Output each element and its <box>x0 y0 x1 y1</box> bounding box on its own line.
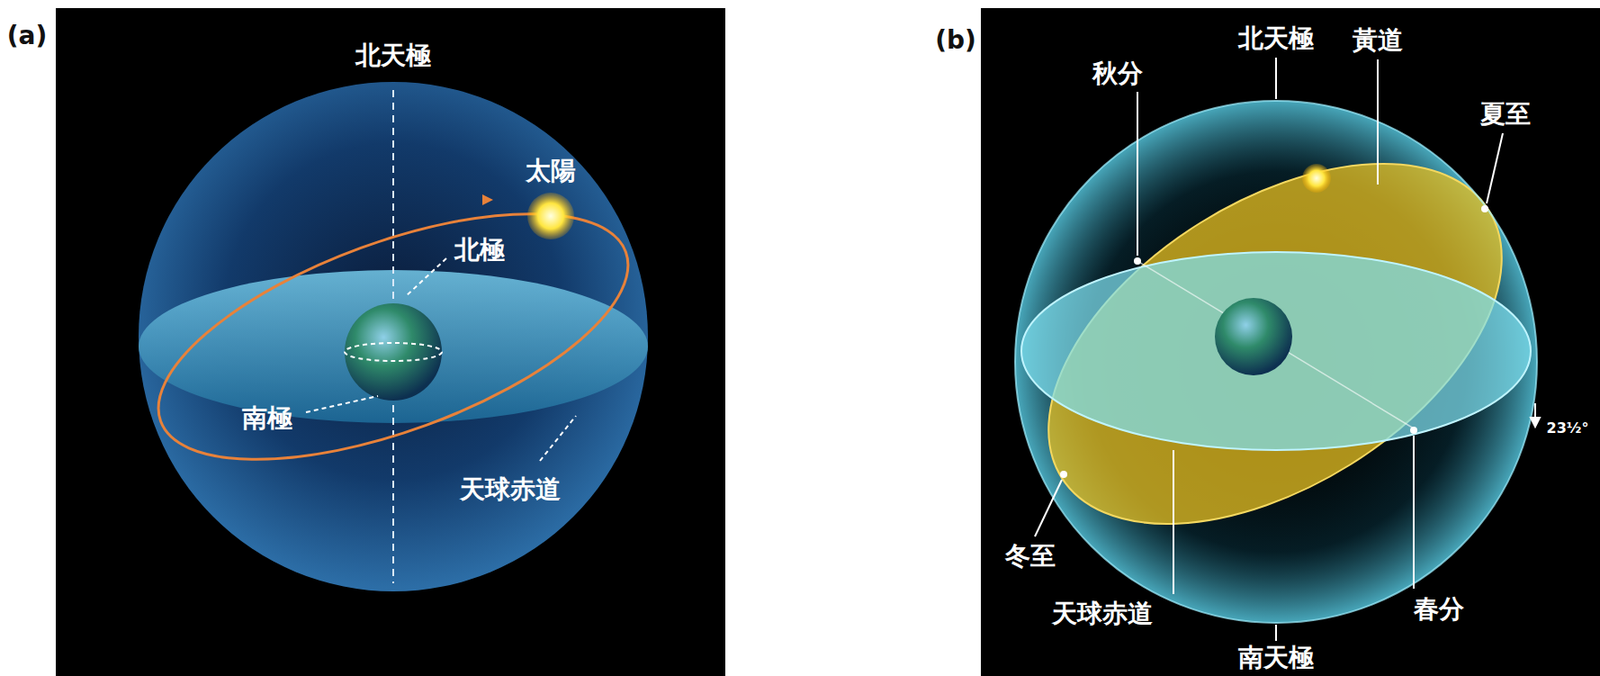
panel-ground <box>980 8 1600 676</box>
panel-letter: (b) <box>934 26 977 55</box>
pole-label: 南天極 <box>1238 644 1314 673</box>
celestial-sphere <box>1015 100 1538 623</box>
pole-label: 北天極 <box>355 42 432 71</box>
earth-equator <box>344 342 442 361</box>
solstice-label: 夏至 <box>1480 100 1531 129</box>
marker-dots <box>1060 205 1489 478</box>
orbit-arrow <box>482 194 494 206</box>
earth <box>1214 297 1293 376</box>
pole-label: 北極 <box>454 236 505 265</box>
celestial-sphere <box>138 81 648 592</box>
earth <box>344 303 442 401</box>
sun-label: 太陽 <box>525 157 576 186</box>
leader-lines <box>305 258 576 461</box>
sphere-outline <box>1015 100 1538 623</box>
pole-label: 北天極 <box>1238 25 1314 54</box>
solstice-label: 冬至 <box>1005 542 1056 571</box>
equator-plane <box>1021 251 1531 450</box>
node-line <box>1137 260 1414 429</box>
panel-letter: (a) <box>7 22 48 51</box>
orbit <box>128 162 659 510</box>
sun <box>527 192 575 240</box>
leader-lines <box>1034 57 1540 641</box>
equator-label: 天球赤道 <box>1051 600 1153 629</box>
angle-label: 23½° <box>1546 420 1590 437</box>
ecliptic-label: 黃道 <box>1352 26 1403 55</box>
equator-label: 天球赤道 <box>459 476 561 504</box>
panel-ground <box>55 8 726 676</box>
sun <box>1302 163 1331 193</box>
pole-label: 南極 <box>242 404 293 433</box>
equinox-label: 秋分 <box>1092 60 1143 89</box>
ecliptic-plane <box>986 89 1565 599</box>
equinox-label: 春分 <box>1413 595 1465 624</box>
